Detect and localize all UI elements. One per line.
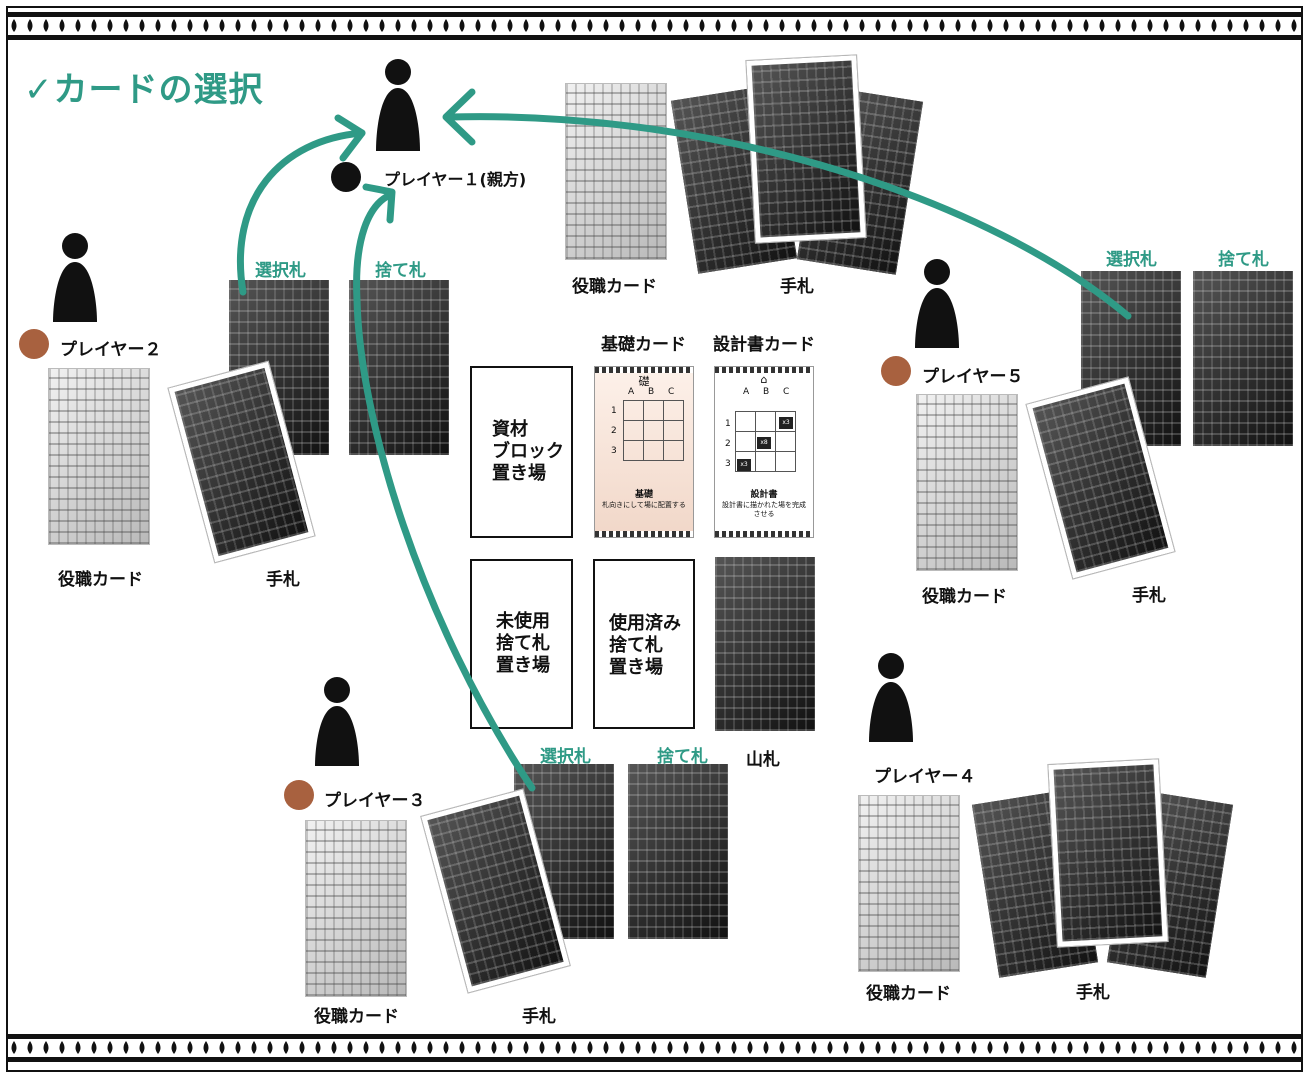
- basic-card-name: 基礎: [634, 490, 653, 500]
- player4-pawn-icon: [869, 653, 913, 742]
- used-area-line1: 使用済み: [609, 613, 681, 634]
- player3-hand-label: 手札: [522, 1007, 556, 1027]
- deck-label: 山札: [746, 750, 780, 770]
- page-title: ✓カードの選択: [24, 70, 264, 110]
- player5-name: プレイヤー５: [922, 367, 1024, 387]
- blueprint-row-2: 2: [725, 439, 731, 449]
- material-block-area[interactable]: 資材 ブロック 置き場: [470, 366, 573, 538]
- player2-token: [19, 329, 49, 359]
- player4-role-card[interactable]: [858, 795, 960, 972]
- player2-role-label: 役職カード: [58, 570, 143, 590]
- blueprint-cube-block: x3: [737, 459, 751, 471]
- player4-name: プレイヤー４: [874, 767, 976, 787]
- player1-name: プレイヤー１(親方): [384, 170, 527, 189]
- basic-row-3: 3: [611, 446, 617, 456]
- basic-card-icon: 礎: [638, 375, 650, 388]
- player5-pawn-icon: [915, 259, 959, 348]
- blueprint-card-desc: 設計書に描かれた場を完成させる: [722, 501, 806, 518]
- top-border-pattern: [8, 12, 1303, 40]
- basic-card-label: 基礎カード: [601, 335, 686, 355]
- player1-hand-card[interactable]: [746, 55, 866, 243]
- blueprint-card-name: 設計書: [750, 490, 778, 500]
- player5-discard-label: 捨て札: [1218, 250, 1269, 270]
- player4-role-label: 役職カード: [866, 984, 951, 1004]
- unused-area-line2: 捨て札: [496, 633, 550, 654]
- used-discard-area[interactable]: 使用済み 捨て札 置き場: [593, 559, 695, 729]
- player3-role-label: 役職カード: [314, 1007, 399, 1027]
- blueprint-cube-block: x8: [757, 437, 771, 449]
- player5-hand-label: 手札: [1132, 586, 1166, 606]
- player2-discard-card[interactable]: [349, 280, 449, 455]
- player3-discard-card[interactable]: [628, 764, 728, 939]
- basic-card[interactable]: 礎 A B C 1 2 3 基礎 札向きにして場に配置する: [594, 366, 694, 538]
- blueprint-row-3: 3: [725, 459, 731, 469]
- player5-token: [881, 356, 911, 386]
- player1-pawn-icon: [376, 59, 420, 151]
- player1-role-card[interactable]: [565, 83, 667, 260]
- player4-hand-label: 手札: [1076, 983, 1110, 1003]
- blueprint-card-border-bottom: [715, 531, 813, 537]
- bottom-border-pattern: [8, 1034, 1303, 1062]
- basic-card-grid: [623, 400, 684, 461]
- material-area-line2: ブロック: [492, 441, 564, 462]
- blueprint-col-b: B: [763, 387, 770, 397]
- unused-discard-area[interactable]: 未使用 捨て札 置き場: [470, 559, 573, 729]
- basic-card-desc: 札向きにして場に配置する: [602, 501, 686, 509]
- player2-role-card[interactable]: [48, 368, 150, 545]
- player2-selected-label: 選択札: [255, 261, 306, 281]
- basic-col-c: C: [668, 387, 675, 397]
- player5-role-card[interactable]: [916, 394, 1018, 571]
- basic-row-2: 2: [611, 426, 617, 436]
- blueprint-card[interactable]: ⌂ A B C 1 2 3 x3 x8 x3 設計書 設計書に描かれた場を完成さ…: [714, 366, 814, 538]
- blueprint-card-label: 設計書カード: [713, 335, 815, 355]
- player2-pawn-icon: [53, 233, 97, 322]
- player5-selected-label: 選択札: [1106, 250, 1157, 270]
- unused-area-line1: 未使用: [496, 611, 550, 632]
- player4-hand-card[interactable]: [1048, 759, 1168, 947]
- blueprint-card-grid: [735, 411, 796, 472]
- basic-row-1: 1: [611, 406, 617, 416]
- material-area-line1: 資材: [492, 419, 528, 440]
- player3-discard-label: 捨て札: [657, 747, 708, 767]
- page-frame: [6, 6, 1303, 1072]
- player3-token: [284, 780, 314, 810]
- player1-hand-label: 手札: [780, 277, 814, 297]
- player5-discard-card[interactable]: [1193, 271, 1293, 446]
- player2-name: プレイヤー２: [60, 340, 162, 360]
- blueprint-row-1: 1: [725, 419, 731, 429]
- player3-pawn-icon: [315, 677, 359, 766]
- player1-role-label: 役職カード: [572, 277, 657, 297]
- player5-role-label: 役職カード: [922, 587, 1007, 607]
- player1-start-token: [331, 162, 361, 192]
- used-area-line2: 捨て札: [609, 635, 663, 656]
- player3-role-card[interactable]: [305, 820, 407, 997]
- used-area-line3: 置き場: [609, 657, 663, 678]
- blueprint-card-icon: ⌂: [760, 373, 768, 386]
- blueprint-col-c: C: [783, 387, 790, 397]
- blueprint-col-a: A: [743, 387, 750, 397]
- player3-name: プレイヤー３: [324, 791, 426, 811]
- basic-col-b: B: [648, 387, 655, 397]
- unused-area-line3: 置き場: [496, 655, 550, 676]
- basic-col-a: A: [628, 387, 635, 397]
- blueprint-cube-block: x3: [779, 417, 793, 429]
- player3-selected-label: 選択札: [540, 747, 591, 767]
- basic-card-border: [595, 367, 693, 373]
- player2-discard-label: 捨て札: [375, 261, 426, 281]
- material-area-line3: 置き場: [492, 463, 546, 484]
- blueprint-card-border: [715, 367, 813, 373]
- basic-card-border-bottom: [595, 531, 693, 537]
- player2-hand-label: 手札: [266, 570, 300, 590]
- deck-card[interactable]: [715, 557, 815, 731]
